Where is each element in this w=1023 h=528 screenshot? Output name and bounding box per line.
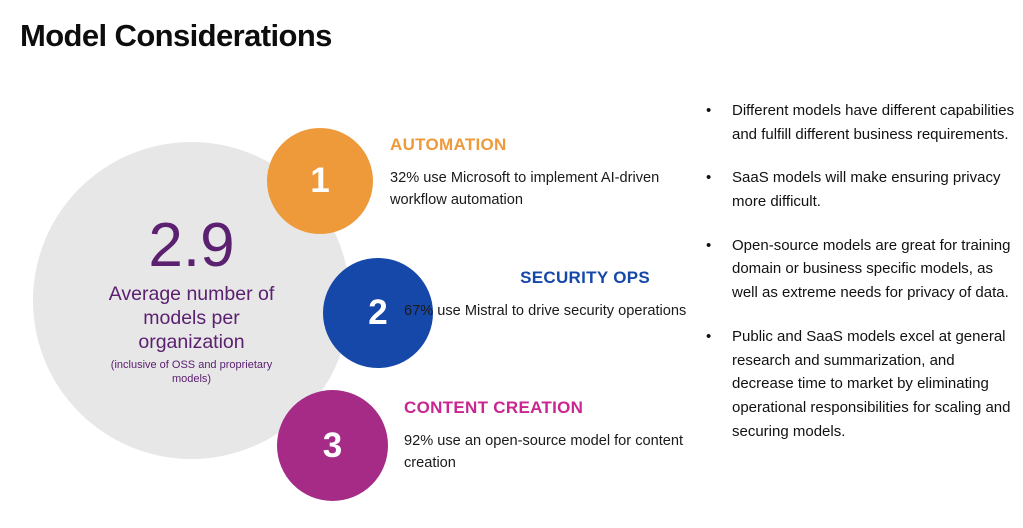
- item-text-security-ops: SECURITY OPS 67% use Mistral to drive se…: [404, 268, 694, 323]
- bullet-marker-icon: •: [706, 236, 712, 254]
- item-body-security-ops: 67% use Mistral to drive security operat…: [404, 303, 687, 320]
- item-text-automation: AUTOMATION 32% use Microsoft to implemen…: [390, 135, 680, 211]
- item-text-content-creation: CONTENT CREATION 92% use an open-source …: [404, 398, 694, 474]
- list-item: • SaaS models will make ensuring privacy…: [706, 166, 1016, 213]
- page-title: Model Considerations: [20, 18, 332, 53]
- bullet-text: SaaS models will make ensuring privacy m…: [732, 169, 1001, 211]
- list-item: • Public and SaaS models excel at genera…: [706, 325, 1016, 443]
- item-number-circle-1: 1: [267, 128, 373, 234]
- item-heading-security-ops: SECURITY OPS: [520, 268, 650, 287]
- list-item: • Different models have different capabi…: [706, 99, 1016, 146]
- bullet-text: Open-source models are great for trainin…: [732, 236, 1011, 302]
- item-heading-automation: AUTOMATION: [390, 135, 507, 154]
- item-body-automation: 32% use Microsoft to implement AI-driven…: [390, 170, 660, 208]
- bullet-text: Different models have different capabili…: [732, 102, 1015, 143]
- item-number-circle-3: 3: [277, 390, 388, 501]
- stat-sublabel: (inclusive of OSS and proprietary models…: [110, 359, 273, 385]
- bullet-marker-icon: •: [706, 327, 712, 345]
- stat-label: Average number of models per organizatio…: [108, 283, 275, 353]
- stat-and-items-panel: 2.9 Average number of models per organiz…: [33, 128, 694, 501]
- list-item: • Open-source models are great for train…: [706, 234, 1016, 305]
- bullet-text: Public and SaaS models excel at general …: [732, 327, 1011, 440]
- stat-value: 2.9: [148, 211, 235, 281]
- considerations-bullet-list: • Different models have different capabi…: [706, 99, 1016, 463]
- bullet-marker-icon: •: [706, 102, 712, 119]
- item-body-content-creation: 92% use an open-source model for content…: [404, 433, 684, 471]
- bullet-marker-icon: •: [706, 169, 712, 187]
- item-heading-content-creation: CONTENT CREATION: [404, 398, 584, 417]
- item-number-circle-2: 2: [323, 258, 433, 368]
